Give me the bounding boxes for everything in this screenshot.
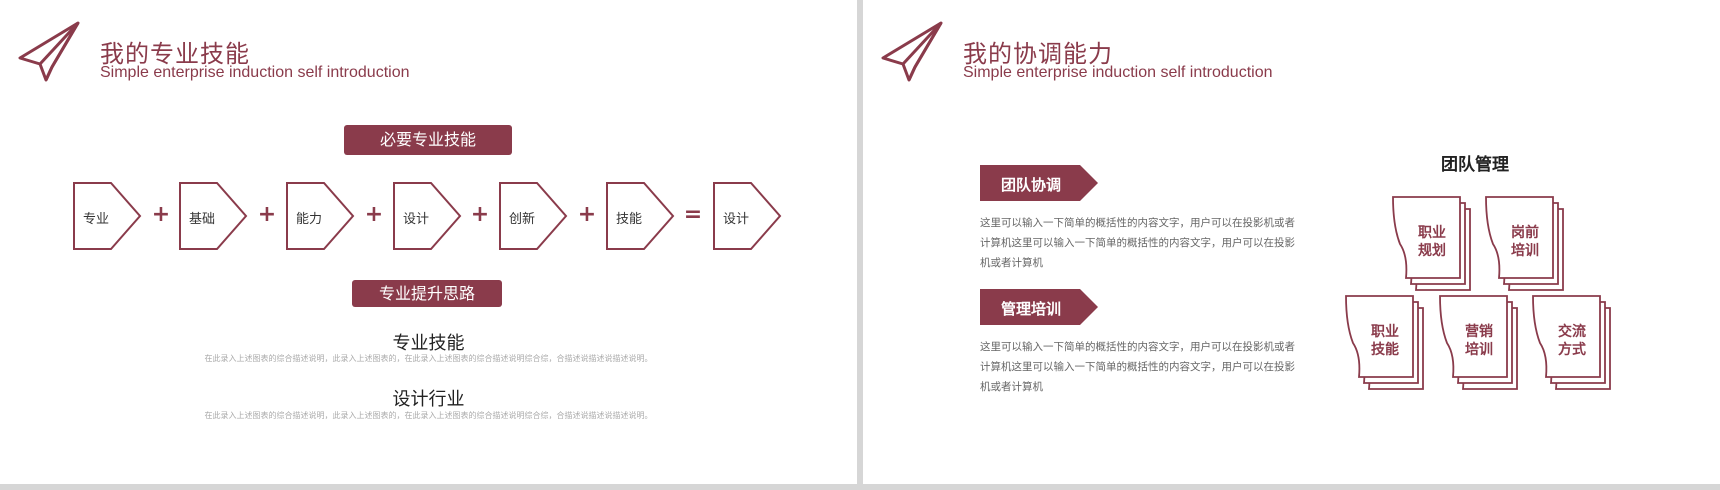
formula-shape — [606, 182, 675, 250]
card-label-line: 岗前 — [1511, 225, 1539, 241]
card-label: 营销培训 — [1459, 323, 1499, 359]
skills-formula: 专业 + 基础 + 能力 + 设计 + 创新 + 技能 = 设计 — [0, 180, 857, 250]
card-label: 职业规划 — [1412, 224, 1452, 260]
card-stack — [1439, 295, 1518, 390]
formula-term: 专业 — [82, 212, 109, 227]
card-label: 交流方式 — [1552, 323, 1592, 359]
card-label-line: 技能 — [1371, 342, 1399, 358]
section-description: 在此录入上述图表的综合描述说明，此录入上述图表的，在此录入上述图表的综合描述说明… — [204, 411, 653, 420]
formula-term: 能力 — [295, 212, 322, 227]
card-label: 职业技能 — [1365, 323, 1405, 359]
formula-term: 基础 — [188, 212, 215, 227]
formula-shape — [499, 182, 568, 250]
card-stack — [1392, 196, 1471, 291]
ribbon-shape — [980, 289, 1098, 325]
card-stack — [1485, 196, 1564, 291]
plus-sign: + — [364, 202, 384, 227]
section-heading: 设计行业 — [392, 389, 465, 410]
formula-term: 技能 — [615, 212, 642, 227]
management-training-text: 这里可以输入一下简单的概括性的内容文字，用户可以在投影机或者计算机这里可以输入一… — [980, 341, 1295, 393]
card-label-line: 职业 — [1371, 324, 1399, 340]
formula-shape — [286, 182, 355, 250]
plus-sign: + — [470, 202, 490, 227]
plus-sign: + — [577, 202, 597, 227]
section-heading: 专业技能 — [392, 333, 465, 354]
card-label-line: 培训 — [1465, 342, 1493, 358]
card-label-line: 职业 — [1418, 225, 1446, 241]
team-coordination-text: 这里可以输入一下简单的概括性的内容文字，用户可以在投影机或者计算机这里可以输入一… — [980, 217, 1295, 269]
page-subtitle: Simple enterprise induction self introdu… — [963, 64, 1273, 81]
plus-sign: + — [257, 202, 277, 227]
card-label-line: 交流 — [1558, 324, 1586, 340]
card-label: 岗前培训 — [1505, 224, 1545, 260]
team-management-title: 团队管理 — [1441, 155, 1509, 175]
formula-term: 设计 — [722, 212, 749, 227]
page-title: 我的协调能力 — [963, 40, 1113, 68]
section-description: 在此录入上述图表的综合描述说明，此录入上述图表的，在此录入上述图表的综合描述说明… — [204, 354, 653, 363]
required-skills-badge: 必要专业技能 — [344, 125, 512, 155]
slide-professional-skills: 我的专业技能 Simple enterprise induction self … — [0, 0, 857, 484]
plus-sign: + — [151, 202, 171, 227]
equals-sign: = — [683, 202, 703, 227]
ribbon-shape — [980, 165, 1098, 201]
formula-shape — [713, 182, 782, 250]
card-label-line: 方式 — [1558, 342, 1586, 358]
team-management-cards: 职业规划岗前培训职业技能营销培训交流方式 — [863, 0, 1720, 484]
formula-term: 设计 — [402, 212, 429, 227]
formula-shape — [393, 182, 462, 250]
paper-plane-icon — [881, 21, 943, 82]
card-stack — [1532, 295, 1611, 390]
page-subtitle: Simple enterprise induction self introdu… — [100, 64, 410, 81]
formula-term: 创新 — [508, 212, 535, 227]
paper-plane-icon — [18, 21, 80, 82]
improvement-badge: 专业提升思路 — [352, 280, 502, 307]
card-label-line: 营销 — [1465, 324, 1493, 340]
card-label-line: 规划 — [1418, 243, 1446, 259]
management-training-label: 管理培训 — [1001, 300, 1062, 318]
formula-shape — [73, 182, 142, 250]
formula-shape — [179, 182, 248, 250]
team-coordination-label: 团队协调 — [1001, 176, 1062, 194]
card-stack — [1345, 295, 1424, 390]
card-label-line: 培训 — [1511, 243, 1539, 259]
slide-coordination: 我的协调能力 Simple enterprise induction self … — [863, 0, 1720, 484]
page-title: 我的专业技能 — [100, 40, 250, 68]
